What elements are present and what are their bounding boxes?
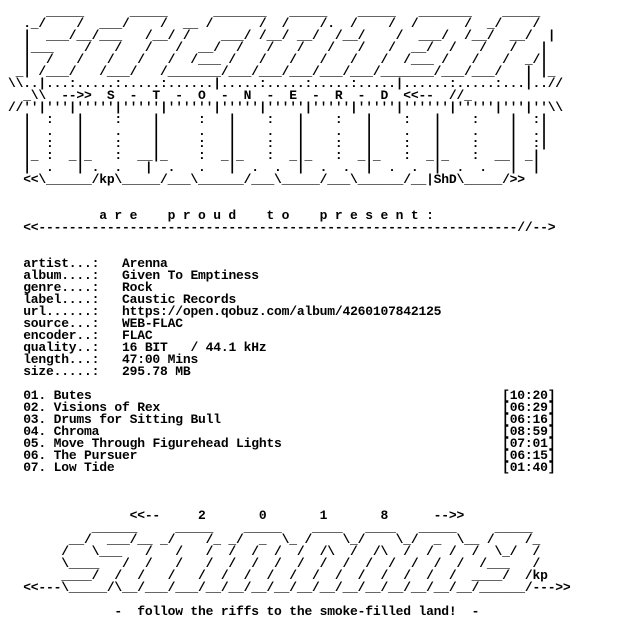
info-row: genre....: Rock	[8, 280, 571, 295]
info-value: Arenna	[122, 256, 168, 271]
info-label: source...:	[23, 316, 100, 331]
art-bottom-line: <<---\_____/\__/___/___/__/__/__/__/__/_…	[8, 580, 571, 595]
track-number: 02.	[23, 400, 47, 415]
info-row: source...: WEB-FLAC	[8, 316, 571, 331]
present-rule: <<--------------------------------------…	[8, 220, 556, 235]
track-row: 02. Visions of Rex [06:29]	[8, 400, 571, 415]
art-bottom-line: __/ ___/__ _/ /_ _/ _ \_ / \_/ \_/ _ \__…	[8, 532, 541, 547]
art-bottom-line: \____ / / / / / / / / / / / / / / / /___…	[8, 556, 541, 571]
art-top-line: //''|'''|'''''|'''''|''''''|'''''|'''''|…	[8, 100, 563, 115]
info-row: label....: Caustic Records	[8, 292, 571, 307]
info-row: url......: https://open.qobuz.com/album/…	[8, 304, 571, 319]
track-time: [01:40]	[502, 460, 556, 475]
info-value: Rock	[122, 280, 153, 295]
art-top-line: | : | : | : | : | : | : | : | :|	[8, 112, 548, 127]
track-title: Chroma	[53, 424, 100, 439]
art-top-line: | . | . . | . . | . . | . . | . . | . . …	[8, 160, 541, 175]
track-title: Move Through Figurehead Lights	[53, 436, 282, 451]
info-value: 295.78 MB	[122, 364, 191, 379]
track-title: Low Tide	[53, 460, 115, 475]
track-row: 06. The Pursuer [06:15]	[8, 448, 571, 463]
nfo-document: _____ _____ _______ _____ _____ _______ …	[8, 4, 571, 619]
art-top-line: _| /___/ /___/ /_______/___/___/___/___/…	[8, 64, 556, 79]
info-label: album....:	[23, 268, 100, 283]
info-value: 16 BIT / 44.1 kHz	[122, 340, 267, 355]
info-value: https://open.qobuz.com/album/42601078421…	[122, 304, 442, 319]
info-label: genre....:	[23, 280, 100, 295]
track-number: 05.	[23, 436, 47, 451]
track-title: Visions of Rex	[53, 400, 161, 415]
art-top-line: _\\ -->> S - T - O - N - E - R - D <<-- …	[8, 88, 472, 103]
art-top-line: | ___/__/___ /__/ / ___/ /__/ __/ /__/ /…	[8, 28, 556, 43]
track-time: [08:59]	[502, 424, 556, 439]
info-row: length...: 47:00 Mins	[8, 352, 571, 367]
info-label: quality..:	[23, 340, 100, 355]
art-top-line: | / / / / / /___ / / / / / / /___ / / / …	[8, 52, 548, 67]
track-title: Drums for Sitting Bull	[53, 412, 221, 427]
info-row: encoder..: FLAC	[8, 328, 571, 343]
track-time: [06:15]	[502, 448, 556, 463]
info-row: artist...: Arenna	[8, 256, 571, 271]
art-top-line: | : | : | : | : | : | : | : | :|	[8, 136, 548, 151]
info-label: encoder..:	[23, 328, 100, 343]
art-bottom-line: <<-- 2 0 1 8 -->>	[8, 508, 465, 523]
info-value: WEB-FLAC	[122, 316, 183, 331]
tagline: - follow the riffs to the smoke-filled l…	[8, 604, 480, 619]
info-row: album....: Given To Emptiness	[8, 268, 571, 283]
art-bottom-line: / \___ / / / / / / / /\ / /\ / / / / \_/…	[8, 544, 541, 559]
info-row: size.....: 295.78 MB	[8, 364, 571, 379]
track-number: 03.	[23, 412, 47, 427]
info-label: length...:	[23, 352, 100, 367]
present-line: a r e p r o u d t o p r e s e n t :	[8, 208, 434, 223]
info-value: 47:00 Mins	[122, 352, 199, 367]
info-label: artist...:	[23, 256, 100, 271]
track-row: 03. Drums for Sitting Bull [06:16]	[8, 412, 571, 427]
art-top-line: | . | . | . | . | . | . | . | .|	[8, 124, 548, 139]
track-row: 01. Butes [10:20]	[8, 388, 571, 403]
info-label: size.....:	[23, 364, 100, 379]
track-time: [06:29]	[502, 400, 556, 415]
info-value: Caustic Records	[122, 292, 237, 307]
art-top-line: <<\______/kp\_____/___\______/___\_____/…	[8, 172, 525, 187]
info-label: label....:	[23, 292, 100, 307]
info-label: url......:	[23, 304, 100, 319]
art-top-line: ._/ / ___/ / __ / / / /. / / / / _/ /	[8, 16, 541, 31]
track-time: [06:16]	[502, 412, 556, 427]
track-row: 04. Chroma [08:59]	[8, 424, 571, 439]
track-number: 06.	[23, 448, 47, 463]
track-time: [10:20]	[502, 388, 556, 403]
track-title: The Pursuer	[53, 448, 138, 463]
art-top-line: |___ / / / / __/ / / / / / / __/ / / / |	[8, 40, 548, 55]
art-bottom-line: ____/ / / / / / / / / / / / / / / / ____…	[8, 568, 548, 583]
art-bottom-line: ______ _____ _____ ____ ____ _____ _____	[8, 520, 533, 535]
track-number: 07.	[23, 460, 47, 475]
info-row: quality..: 16 BIT / 44.1 kHz	[8, 340, 571, 355]
info-value: FLAC	[122, 328, 153, 343]
track-number: 01.	[23, 388, 47, 403]
art-top-line: |_ : _|_ : __|_ : _|_ : _|_ : _|_ : _|_ …	[8, 148, 541, 163]
track-number: 04.	[23, 424, 47, 439]
track-row: 05. Move Through Figurehead Lights [07:0…	[8, 436, 571, 451]
art-top-line: _____ _____ _______ _____ _____ _______ …	[8, 4, 541, 19]
art-top-line: \\..|...:.....:.....:......|.....:.....:…	[8, 76, 563, 91]
info-value: Given To Emptiness	[122, 268, 259, 283]
track-title: Butes	[53, 388, 92, 403]
track-time: [07:01]	[502, 436, 556, 451]
track-row: 07. Low Tide [01:40]	[8, 460, 571, 475]
